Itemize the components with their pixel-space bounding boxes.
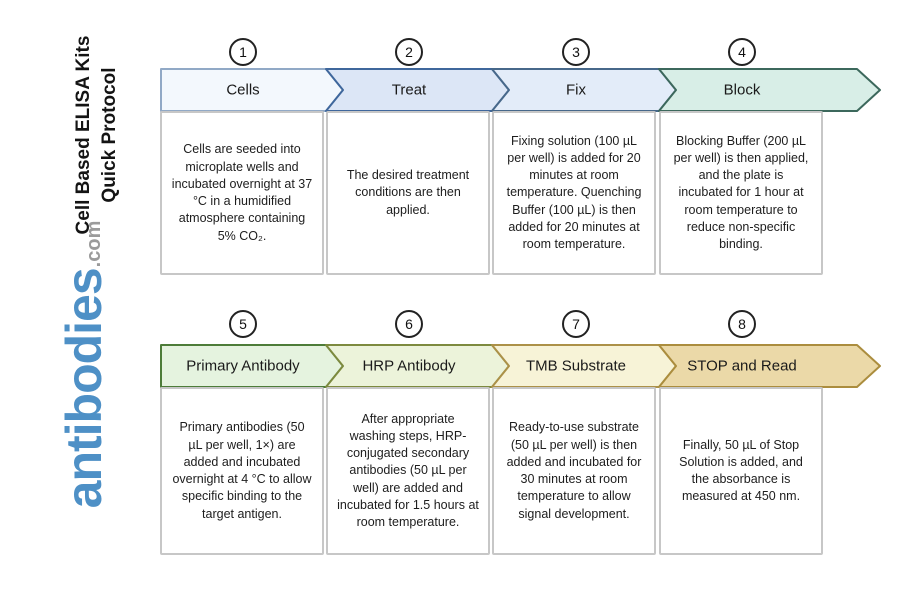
step-description-box-4: Blocking Buffer (200 µL per well) is the… — [659, 111, 823, 275]
step-arrow-block — [658, 68, 881, 112]
step-arrow-label-4: Block — [724, 82, 761, 99]
step-number: 1 — [239, 44, 247, 60]
step-arrow-label-3: Fix — [566, 82, 586, 99]
step-badge-2: 2 — [395, 38, 423, 66]
step-description-box-1: Cells are seeded into microplate wells a… — [160, 111, 324, 275]
step-arrow-label-2: Treat — [392, 82, 427, 99]
antibodies-logo: antibodies.com — [39, 205, 129, 525]
logo-domain-suffix: .com — [82, 220, 105, 268]
step-description-box-3: Fixing solution (100 µL per well) is add… — [492, 111, 656, 275]
step-description-text: Fixing solution (100 µL per well) is add… — [506, 133, 642, 252]
step-description-box-6: After appropriate washing steps, HRP-con… — [326, 387, 490, 555]
step-badge-4: 4 — [728, 38, 756, 66]
step-arrow-label-5: Primary Antibody — [186, 358, 300, 375]
step-number: 7 — [572, 316, 580, 332]
step-number: 6 — [405, 316, 413, 332]
step-arrow-stop-and-read — [658, 344, 881, 388]
step-arrow-label-8: STOP and Read — [687, 358, 797, 375]
step-badge-7: 7 — [562, 310, 590, 338]
step-description-text: Ready-to-use substrate (50 µL per well) … — [506, 420, 642, 521]
step-arrow-label-7: TMB Substrate — [526, 358, 626, 375]
step-number: 8 — [738, 316, 746, 332]
poster-title-line2: Quick Protocol — [99, 67, 120, 203]
step-arrow-label-6: HRP Antibody — [362, 358, 456, 375]
step-number: 4 — [738, 44, 746, 60]
step-description-text: Finally, 50 µL of Stop Solution is added… — [679, 437, 803, 504]
step-number: 5 — [239, 316, 247, 332]
step-description-text: Blocking Buffer (200 µL per well) is the… — [673, 133, 809, 252]
logo-wordmark: antibodies — [56, 268, 112, 509]
arrow-row-2: Primary Antibody HRP Antibody TMB Substr… — [160, 344, 881, 388]
step-description-box-2: The desired treatment conditions are the… — [326, 111, 490, 275]
step-arrow-label-1: Cells — [226, 82, 259, 99]
step-description-text: The desired treatment conditions are the… — [346, 168, 470, 217]
step-badge-8: 8 — [728, 310, 756, 338]
step-description-box-5: Primary antibodies (50 µL per well, 1×) … — [160, 387, 324, 555]
step-description-text: Primary antibodies (50 µL per well, 1×) … — [172, 420, 312, 521]
step-badge-3: 3 — [562, 38, 590, 66]
step-description-box-7: Ready-to-use substrate (50 µL per well) … — [492, 387, 656, 555]
step-description-text: Cells are seeded into microplate wells a… — [171, 142, 313, 243]
step-badge-1: 1 — [229, 38, 257, 66]
step-badge-6: 6 — [395, 310, 423, 338]
step-description-box-8: Finally, 50 µL of Stop Solution is added… — [659, 387, 823, 555]
step-number: 2 — [405, 44, 413, 60]
arrow-row-1: Cells Treat Fix Block — [160, 68, 881, 112]
step-number: 3 — [572, 44, 580, 60]
step-badge-5: 5 — [229, 310, 257, 338]
step-description-text: After appropriate washing steps, HRP-con… — [337, 411, 479, 530]
